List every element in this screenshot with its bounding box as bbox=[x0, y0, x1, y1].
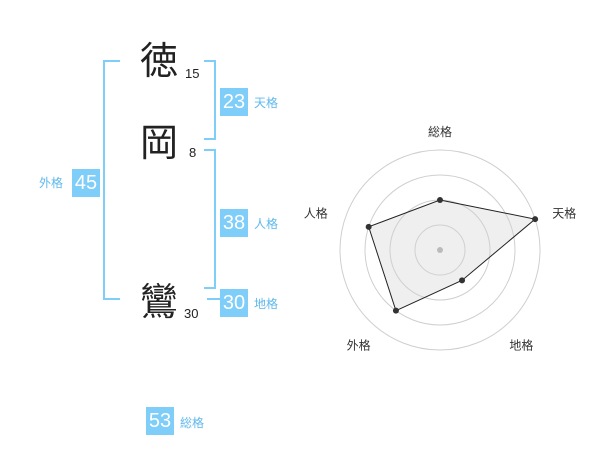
surname-char-1-strokes: 15 bbox=[185, 66, 200, 81]
surname-char-1: 徳 bbox=[140, 39, 179, 83]
jinkaku-label: 人格 bbox=[254, 217, 279, 231]
radar-series-polygon bbox=[368, 199, 537, 312]
tenkaku-label: 天格 bbox=[254, 96, 279, 110]
radar-center bbox=[437, 247, 443, 253]
radar-axis-label-1: 天格 bbox=[552, 206, 576, 221]
jinkaku-bracket bbox=[204, 149, 216, 289]
tenkaku-bracket bbox=[204, 60, 216, 140]
given-char-1: 鸞 bbox=[140, 280, 179, 324]
radar-axis-label-2: 地格 bbox=[509, 337, 533, 352]
gaikaku-score: 45 bbox=[72, 169, 100, 197]
given-char-1-strokes: 30 bbox=[184, 306, 199, 321]
radar-axis-label-4: 人格 bbox=[304, 206, 328, 221]
radar-axis-label-3: 外格 bbox=[347, 337, 371, 352]
soukaku-label: 総格 bbox=[180, 416, 205, 430]
chikaku-bracket bbox=[207, 298, 221, 300]
radar-ring bbox=[339, 149, 541, 351]
gaikaku-bracket bbox=[103, 60, 120, 300]
radar-point-3 bbox=[392, 307, 399, 314]
soukaku-score: 53 bbox=[146, 407, 174, 435]
radar-point-1 bbox=[532, 216, 539, 223]
tenkaku-score: 23 bbox=[220, 88, 248, 116]
gaikaku-label: 外格 bbox=[39, 176, 64, 190]
radar-axis-label-0: 総格 bbox=[428, 124, 452, 139]
radar-ring bbox=[414, 224, 466, 276]
chikaku-score: 30 bbox=[220, 289, 248, 317]
radar-point-0 bbox=[437, 197, 443, 203]
surname-char-2-strokes: 8 bbox=[189, 145, 197, 160]
chikaku-label: 地格 bbox=[254, 297, 279, 311]
jinkaku-score: 38 bbox=[220, 209, 248, 237]
radar-point-4 bbox=[365, 223, 372, 230]
radar-ring bbox=[364, 174, 516, 326]
radar-point-2 bbox=[459, 277, 466, 284]
surname-char-2: 岡 bbox=[140, 121, 179, 165]
